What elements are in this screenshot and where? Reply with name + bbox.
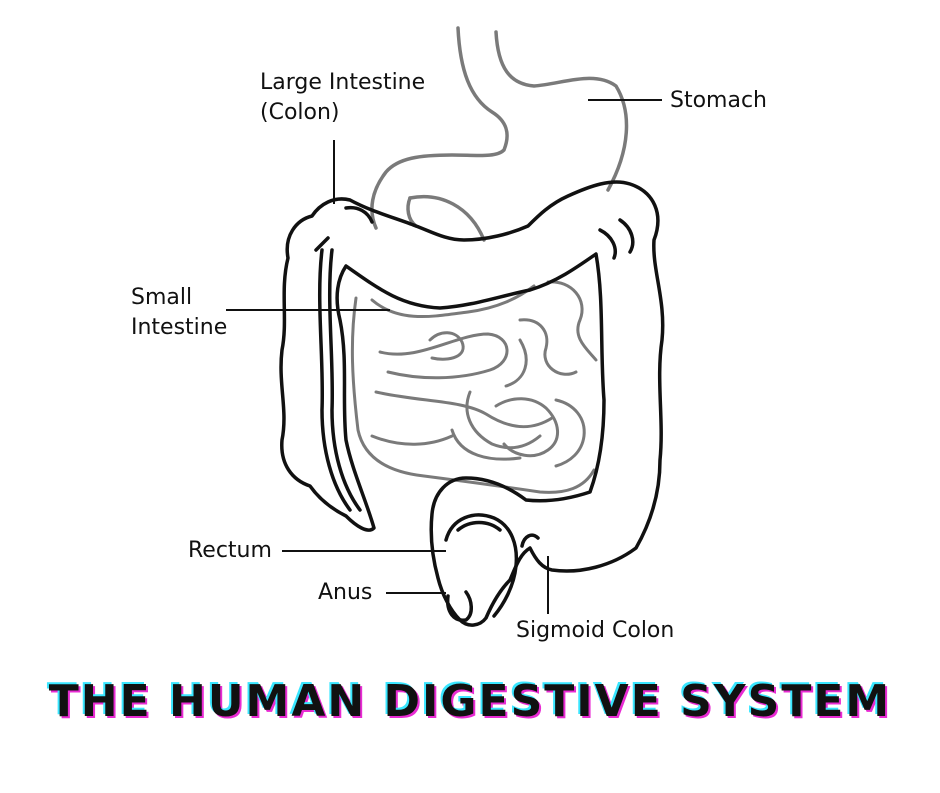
small-intestine bbox=[350, 280, 598, 494]
label-stomach: Stomach bbox=[670, 88, 768, 113]
label-small-intestine-line1: Small bbox=[131, 285, 193, 310]
label-large-intestine: Large Intestine (Colon) bbox=[260, 68, 425, 127]
label-sigmoid-colon: Sigmoid Colon bbox=[516, 618, 675, 643]
label-large-intestine-line2: (Colon) bbox=[260, 99, 340, 125]
label-rectum: Rectum bbox=[188, 538, 272, 563]
large-intestine bbox=[279, 180, 665, 627]
label-small-intestine-line2: Intestine bbox=[131, 314, 228, 340]
label-anus: Anus bbox=[318, 580, 373, 605]
label-small-intestine: Small Intestine bbox=[131, 283, 227, 342]
label-large-intestine-line1: Large Intestine bbox=[260, 70, 426, 95]
stomach bbox=[370, 26, 629, 242]
leader-lines bbox=[226, 99, 662, 614]
page-title: THE HUMAN DIGESTIVE SYSTEM bbox=[48, 676, 892, 727]
